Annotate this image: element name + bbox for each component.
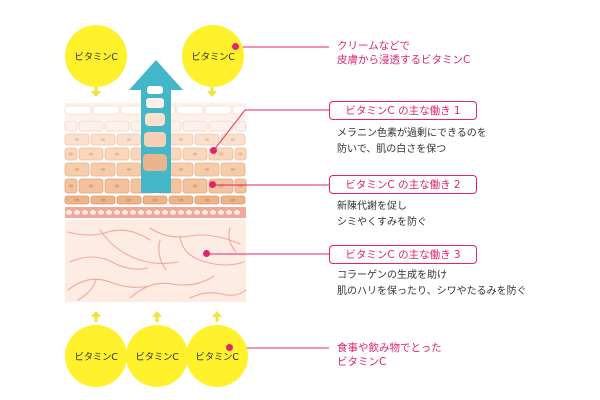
- work3-description-line-1: コラーゲンの生成を助け: [337, 270, 447, 281]
- vitamin-c-circle-bottom-right: ビタミンC: [186, 325, 248, 387]
- small-up-arrows: [91, 311, 222, 322]
- skin-cell: [232, 105, 247, 115]
- skin-cell: [182, 120, 208, 132]
- leader-dot-food: [226, 344, 233, 351]
- cell-nucleus: [230, 167, 236, 172]
- skin-cell: [64, 105, 92, 115]
- skin-cell: [104, 120, 130, 132]
- cream-callout: クリームなどで 皮膚から浸透するビタミンC: [337, 39, 470, 67]
- vitamin-c-circle-top-right: ビタミンC: [182, 25, 244, 87]
- basal-layer: [65, 207, 246, 218]
- work1-description: メラニン色素が過剰にできるのを 防いで、肌の白さを保つ: [337, 126, 487, 158]
- melanocyte-dot: [146, 210, 152, 215]
- cell-nucleus: [68, 152, 74, 156]
- melanocyte-dot: [130, 210, 136, 215]
- melanocyte-dot: [218, 210, 224, 215]
- skin-cell: [92, 105, 120, 115]
- work1-description-line-1: メラニン色素が過剰にできるのを: [337, 128, 487, 139]
- skin-cell: [78, 120, 104, 132]
- melanocyte-dot: [226, 210, 232, 215]
- work3-description-line-2: 肌のハリを保ったり、シワやたるみを防ぐ: [337, 286, 527, 297]
- melanocyte-dot: [138, 210, 144, 215]
- cell-nucleus: [74, 137, 80, 142]
- leader-dot-cream: [232, 43, 239, 50]
- skin-cell: [176, 105, 204, 115]
- cell-nucleus: [114, 184, 120, 188]
- cell-nucleus: [178, 167, 184, 172]
- vitamin-c-circle-bottom-center: ビタミンC: [126, 325, 188, 387]
- melanocyte-dot: [66, 210, 72, 215]
- dermis-layer: [65, 220, 246, 302]
- melanocyte-dot: [82, 210, 88, 215]
- work3-description: コラーゲンの生成を助け 肌のハリを保ったり、シワやたるみを防ぐ: [337, 268, 527, 300]
- melanocyte-dot: [170, 210, 176, 215]
- work2-description-line-1: 新陳代謝を促し: [337, 201, 407, 212]
- work2-description-line-2: シミやくすみを防ぐ: [337, 217, 427, 228]
- cell-nucleus: [74, 167, 80, 172]
- cell-nucleus: [88, 184, 94, 188]
- food-callout: 食事や飲み物でとった ビタミンC: [337, 341, 442, 369]
- work2-title-box: ビタミンC の主な働き 2: [329, 175, 477, 194]
- leader-dot-work2: [209, 181, 216, 188]
- cell-nucleus: [230, 198, 236, 202]
- melanocyte-dot: [210, 210, 216, 215]
- small-down-arrows: [91, 86, 217, 97]
- cell-nucleus: [238, 152, 243, 156]
- skin-cell: [64, 120, 78, 132]
- work1-title-box: ビタミンC の主な働き 1: [329, 101, 477, 120]
- cell-nucleus: [100, 198, 106, 202]
- collagen-fibers: [67, 227, 247, 301]
- cell-nucleus: [204, 198, 210, 202]
- vitamin-c-circle-top-left: ビタミンC: [65, 25, 127, 87]
- melanocyte-dot: [114, 210, 120, 215]
- cell-nucleus: [230, 137, 236, 142]
- melanocyte-dot: [154, 210, 160, 215]
- cell-nucleus: [192, 184, 198, 188]
- melanocyte-dot: [122, 210, 128, 215]
- skin-cell: [234, 120, 247, 132]
- cell-nucleus: [126, 137, 132, 142]
- cell-nucleus: [68, 184, 74, 188]
- cell-nucleus: [218, 152, 224, 156]
- melanocyte-dot: [90, 210, 96, 215]
- cell-nucleus: [126, 198, 132, 202]
- cell-nucleus: [126, 167, 132, 172]
- melanocyte-dot: [234, 210, 240, 215]
- food-callout-line-1: 食事や飲み物でとった: [337, 342, 442, 354]
- cell-nucleus: [204, 167, 210, 172]
- work2-description: 新陳代謝を促し シミやくすみを防ぐ: [337, 199, 427, 231]
- work1-description-line-2: 防いで、肌の白さを保つ: [337, 144, 447, 155]
- cell-nucleus: [152, 198, 158, 202]
- cell-nucleus: [100, 137, 106, 142]
- melanocyte-dot: [106, 210, 112, 215]
- cell-nucleus: [74, 198, 80, 202]
- skin-cell: [204, 105, 232, 115]
- melanocyte-dot: [74, 210, 80, 215]
- melanocyte-dot: [186, 210, 192, 215]
- melanocyte-dot: [178, 210, 184, 215]
- melanocyte-dot: [98, 210, 104, 215]
- food-callout-line-2: ビタミンC: [337, 356, 387, 368]
- absorption-arrow: [129, 60, 183, 193]
- cell-nucleus: [178, 137, 184, 142]
- leader-dot-work3: [203, 250, 210, 257]
- cell-nucleus: [204, 137, 210, 142]
- cell-nucleus: [178, 198, 184, 202]
- vitamin-c-circle-bottom-left: ビタミンC: [65, 325, 127, 387]
- cream-callout-line-2: 皮膚から浸透するビタミンC: [337, 54, 471, 66]
- melanocyte-dot: [162, 210, 168, 215]
- cell-nucleus: [100, 167, 106, 172]
- melanocyte-dot: [202, 210, 208, 215]
- cell-nucleus: [88, 152, 94, 156]
- leader-dot-work1: [210, 147, 217, 154]
- cell-nucleus: [114, 152, 120, 156]
- work3-title-box: ビタミンC の主な働き 3: [329, 245, 477, 264]
- cell-nucleus: [192, 152, 198, 156]
- melanocyte-dot: [194, 210, 200, 215]
- cream-callout-line-1: クリームなどで: [337, 40, 410, 52]
